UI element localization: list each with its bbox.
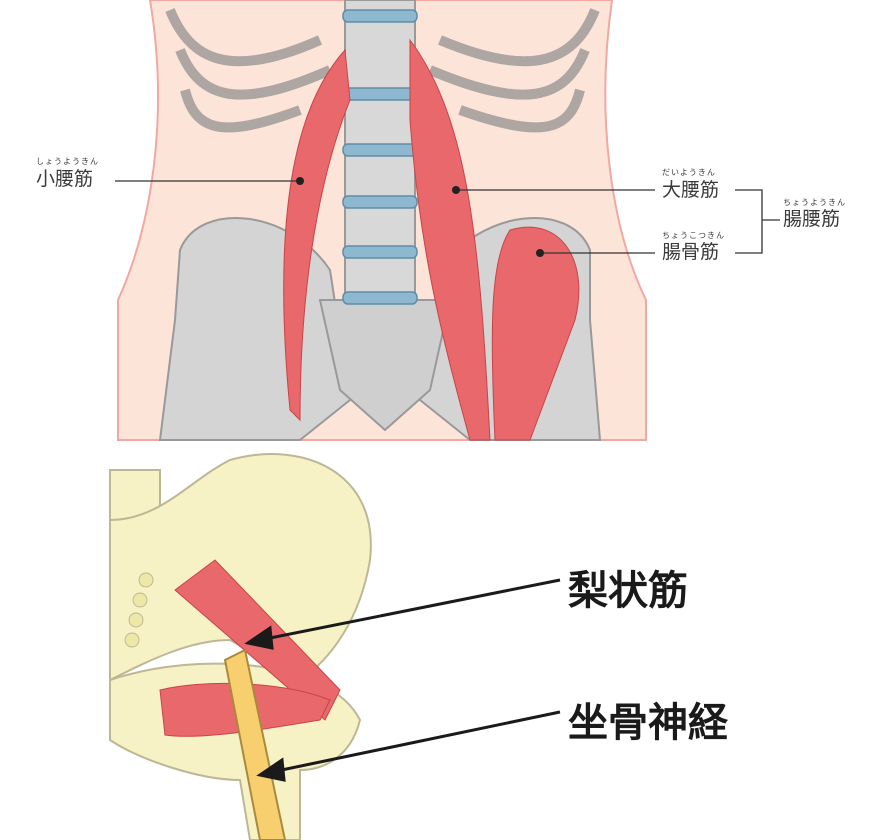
psoas-major-label: 大腰筋	[662, 179, 720, 201]
iliacus-label: 腸骨筋	[662, 241, 720, 263]
sciatic-nerve-label: 坐骨神経	[568, 700, 728, 746]
sacrum	[318, 299, 452, 432]
psoas-minor-label: 小腰筋	[36, 168, 94, 190]
psoas-major-muscle	[409, 38, 491, 441]
iliacus-ruby: ちょうこつきん	[662, 231, 725, 240]
iliacus-muscle	[491, 226, 580, 441]
ribcage	[165, 8, 600, 133]
lumbar-spine	[342, 0, 418, 305]
piriformis-label: 梨状筋	[568, 568, 688, 614]
iliopsoas-label: 腸腰筋	[783, 208, 841, 230]
sciatic-nerve-shape	[223, 648, 287, 840]
psoas-minor-muscle	[283, 48, 351, 422]
iliopsoas-figure	[115, 0, 780, 441]
piriformis-figure	[109, 453, 561, 840]
ilium	[109, 453, 372, 682]
psoas-major-ruby: だいようきん	[662, 168, 716, 177]
psoas-minor-ruby: しょうようきん	[36, 157, 99, 166]
iliopsoas-ruby: ちょうようきん	[783, 198, 846, 207]
